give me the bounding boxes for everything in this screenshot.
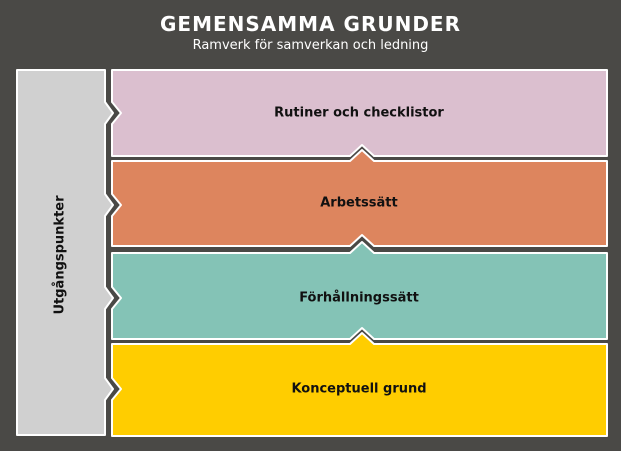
layer-label-arbetssatt: Arbetssätt (320, 196, 398, 211)
layer-arbetssatt (111, 149, 608, 247)
side-panel-label: Utgångspunkter (53, 195, 68, 315)
layer-label-konceptuell-grund: Konceptuell grund (291, 382, 426, 397)
diagram-subtitle: Ramverk för samverkan och ledning (192, 38, 429, 53)
side-panel (16, 69, 114, 436)
diagram-title: GEMENSAMMA GRUNDER (160, 12, 461, 36)
layer-label-rutiner-och-checklistor: Rutiner och checklistor (274, 106, 444, 121)
layer-forhallningssatt (111, 241, 608, 340)
layer-rutiner-och-checklistor (111, 69, 608, 157)
layer-konceptuell-grund (111, 332, 608, 437)
layer-label-forhallningssatt: Förhållningssätt (299, 291, 419, 306)
